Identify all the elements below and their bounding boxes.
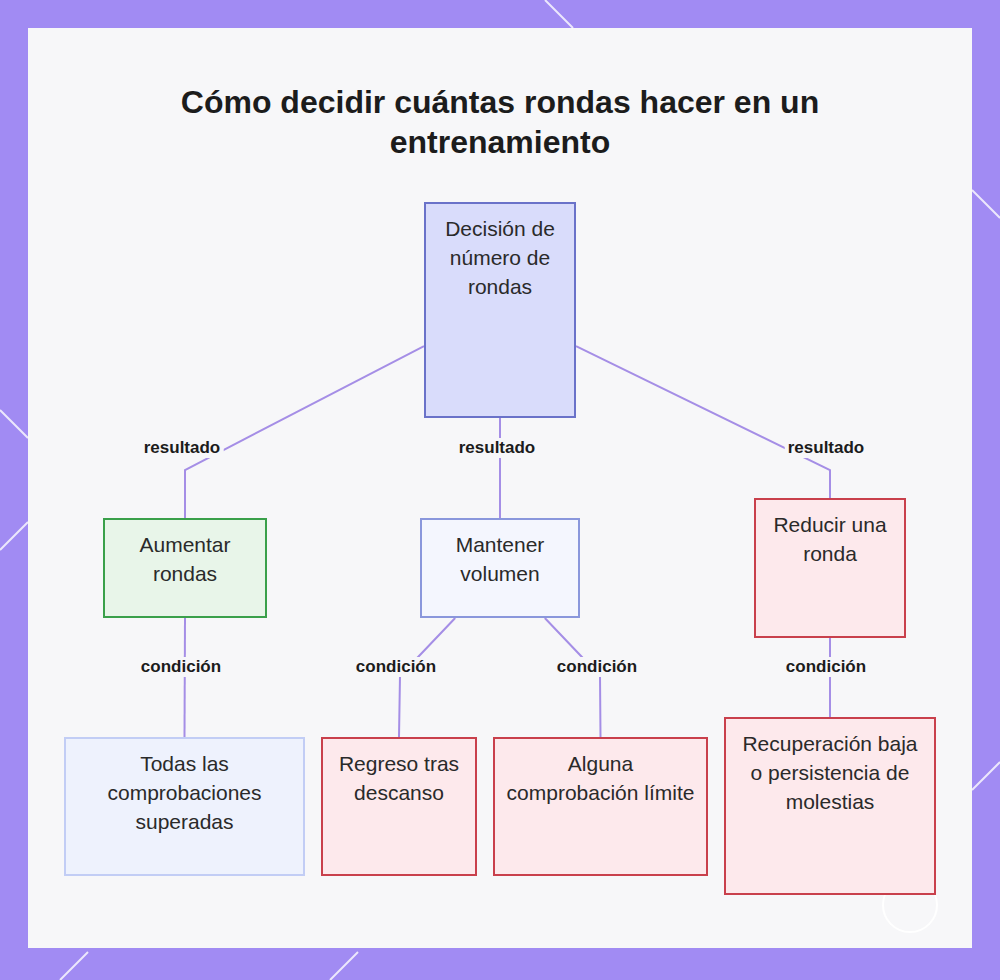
connector-line <box>545 618 601 737</box>
edge-label: resultado <box>141 438 224 458</box>
node-text: Regreso tras descanso <box>331 749 467 807</box>
edge-label: condición <box>353 657 439 677</box>
edge-label: resultado <box>785 438 868 458</box>
outcome-box: Aumentar rondas <box>103 518 267 618</box>
node-text: Mantener volumen <box>430 530 570 588</box>
connector-line <box>399 618 455 737</box>
connector-line <box>184 618 187 737</box>
edge-label: condición <box>783 657 869 677</box>
connector <box>185 346 424 518</box>
node-text: Aumentar rondas <box>113 530 257 588</box>
node-text: Alguna comprobación límite <box>503 749 698 807</box>
outcome-box: Reducir una ronda <box>754 498 906 638</box>
condition-box: Regreso tras descanso <box>321 737 477 876</box>
condition-box: Todas las comprobaciones superadas <box>64 737 305 876</box>
connector-line <box>576 346 830 498</box>
edge-label: condición <box>138 657 224 677</box>
connector <box>545 618 601 737</box>
node-text: Recuperación baja o persistencia de mole… <box>734 729 926 816</box>
connector <box>184 618 186 737</box>
edge-label: resultado <box>456 438 539 458</box>
node-text: Todas las comprobaciones superadas <box>74 749 295 836</box>
connector <box>399 618 455 737</box>
connector-line <box>829 638 831 717</box>
condition-box: Recuperación baja o persistencia de mole… <box>724 717 936 895</box>
outcome-box: Mantener volumen <box>420 518 580 618</box>
connector-line <box>499 418 501 518</box>
node-text: Decisión de número de rondas <box>434 214 566 301</box>
node-text: Reducir una ronda <box>764 510 896 568</box>
connector <box>576 346 830 498</box>
edge-label: condición <box>554 657 640 677</box>
connector <box>830 638 831 717</box>
condition-box: Alguna comprobación límite <box>493 737 708 876</box>
connector <box>500 418 501 518</box>
decision-box: Decisión de número de rondas <box>424 202 576 418</box>
diagram-title: Cómo decidir cuántas rondas hacer en un … <box>150 82 850 162</box>
connector-line <box>185 346 424 518</box>
